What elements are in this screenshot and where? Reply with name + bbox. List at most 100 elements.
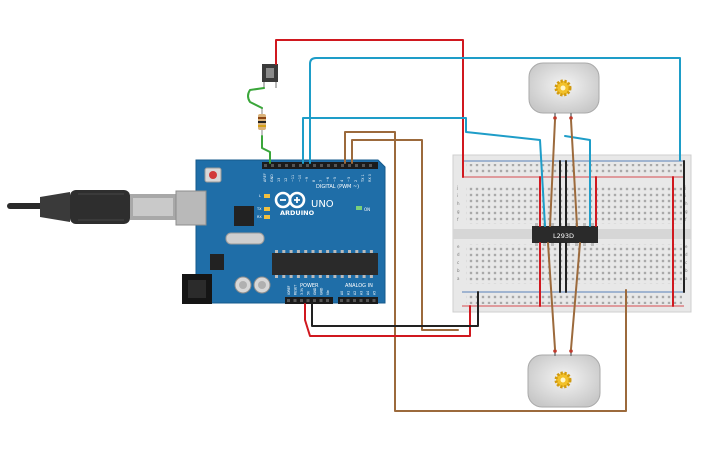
dc-motor-bottom[interactable] xyxy=(527,349,601,408)
digital-pin-label: ~9 xyxy=(305,177,309,182)
digital-pin-label: ~6 xyxy=(326,177,330,182)
chip-pin xyxy=(311,250,315,253)
arduino-brand: ARDUINO xyxy=(280,209,315,217)
power-pin-label: Vin xyxy=(326,290,330,295)
wire-motor-bottom-2[interactable] xyxy=(570,242,581,350)
chip-pin xyxy=(551,243,554,246)
digital-pin-label: RX 0 xyxy=(368,174,372,182)
wires xyxy=(247,39,685,412)
chip-pin xyxy=(304,275,308,278)
wire-motor-top-1[interactable] xyxy=(549,119,556,227)
header-hole[interactable] xyxy=(320,164,323,167)
header-hole[interactable] xyxy=(346,299,350,302)
header-hole[interactable] xyxy=(362,164,365,167)
header-hole[interactable] xyxy=(292,164,295,167)
header-hole[interactable] xyxy=(348,164,351,167)
row-letter: h xyxy=(685,201,688,206)
power-label: POWER xyxy=(300,283,319,289)
digital-pin-label: 7 xyxy=(319,180,323,182)
header-hole[interactable] xyxy=(293,299,297,302)
header-hole[interactable] xyxy=(306,164,309,167)
digital-pin-label: GND xyxy=(270,174,274,182)
header-hole[interactable] xyxy=(359,299,363,302)
wire-brown-2[interactable] xyxy=(351,139,459,331)
wire-brown-1[interactable] xyxy=(344,131,627,412)
chip-pin xyxy=(583,223,586,226)
digital-pin-label: 13 xyxy=(277,178,281,182)
digital-pin-label: 12 xyxy=(284,178,288,182)
row-letter: e xyxy=(457,244,460,249)
header-hole[interactable] xyxy=(299,164,302,167)
header-hole[interactable] xyxy=(313,164,316,167)
arduino-model: UNO xyxy=(311,199,334,210)
chip-pin xyxy=(355,275,359,278)
wire-black-gnd[interactable] xyxy=(311,291,479,327)
header-hole[interactable] xyxy=(366,299,369,302)
chip-pin xyxy=(340,250,344,253)
chip-pin xyxy=(591,223,594,226)
chip-pin xyxy=(551,223,554,226)
chip-pin xyxy=(289,275,293,278)
wire-blue-3[interactable] xyxy=(564,135,591,227)
push-button[interactable] xyxy=(262,64,278,88)
header-hole[interactable] xyxy=(287,299,290,302)
header-hole[interactable] xyxy=(313,299,316,302)
dc-motor-top[interactable] xyxy=(528,62,600,120)
header-hole[interactable] xyxy=(300,299,303,302)
wire-red-power[interactable] xyxy=(304,303,471,337)
rx-label: RX xyxy=(257,215,262,219)
header-hole[interactable] xyxy=(319,299,323,302)
row-letter: f xyxy=(685,217,687,222)
header-hole[interactable] xyxy=(334,164,337,167)
header-hole[interactable] xyxy=(271,164,274,167)
wire-green[interactable] xyxy=(247,87,271,164)
l293d-chip[interactable]: L293D xyxy=(532,223,598,246)
header-hole[interactable] xyxy=(264,164,267,167)
header-hole[interactable] xyxy=(285,164,288,167)
chip-pin xyxy=(289,250,293,253)
wire-red-button[interactable] xyxy=(275,39,464,178)
chip-pin xyxy=(282,250,286,253)
chip-pin xyxy=(369,275,373,278)
wire-blue-2[interactable] xyxy=(302,117,546,227)
wire-motor-top-2[interactable] xyxy=(570,119,578,227)
header-hole[interactable] xyxy=(353,299,356,302)
header-hole[interactable] xyxy=(278,164,281,167)
crystal xyxy=(225,232,265,245)
header-hole[interactable] xyxy=(326,299,329,302)
chip-pin xyxy=(369,250,373,253)
header-hole[interactable] xyxy=(327,164,330,167)
analog-header[interactable] xyxy=(338,297,378,304)
analog-pin-label: A0 xyxy=(340,291,344,295)
chip-pin xyxy=(296,275,300,278)
chip-pin xyxy=(535,243,538,246)
header-hole[interactable] xyxy=(369,164,372,167)
row-letter: e xyxy=(685,244,688,249)
chip-pin xyxy=(275,250,278,253)
digital-pin-label: ~11 xyxy=(291,175,295,182)
chip-pin xyxy=(575,243,578,246)
header-hole[interactable] xyxy=(341,164,344,167)
header-hole[interactable] xyxy=(306,299,310,302)
wire-motor-bottom-1[interactable] xyxy=(547,242,556,350)
chip-pin xyxy=(333,250,337,253)
power-pin-label: GND xyxy=(320,287,324,295)
power-pin-label: GND xyxy=(313,287,317,295)
chip-pin xyxy=(543,243,546,246)
row-letter: d xyxy=(685,252,688,257)
row-letter: a xyxy=(457,276,460,281)
analog-pin-label: A4 xyxy=(366,291,370,295)
usb-cable[interactable] xyxy=(7,190,176,224)
atmega-chip xyxy=(272,253,378,275)
wire-blue-1[interactable] xyxy=(309,57,681,164)
header-hole[interactable] xyxy=(372,299,376,302)
row-letter: h xyxy=(457,201,460,206)
row-letter: c xyxy=(457,260,459,265)
power-pin-label: RESET xyxy=(294,285,298,295)
row-letter: f xyxy=(457,217,459,222)
chip-pin xyxy=(318,275,322,278)
header-hole[interactable] xyxy=(340,299,343,302)
header-hole[interactable] xyxy=(355,164,358,167)
